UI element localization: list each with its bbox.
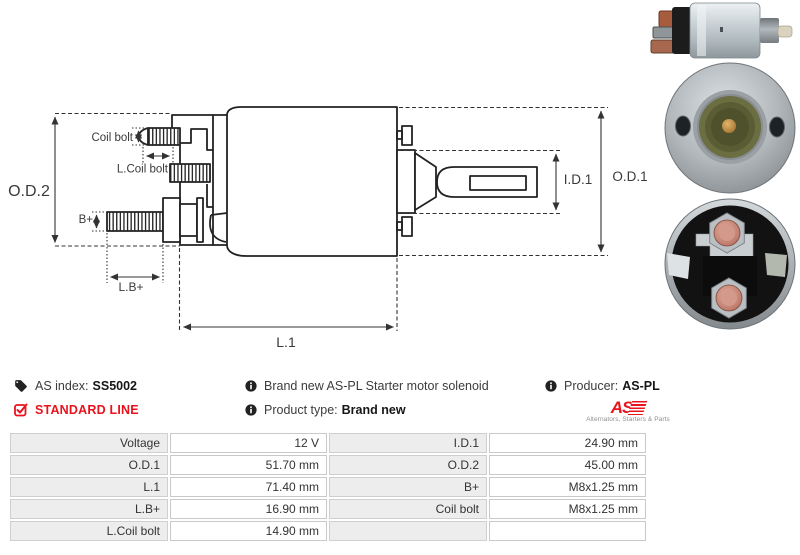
b-plus-stud	[106, 211, 164, 232]
black-end-cap	[672, 7, 692, 54]
spec-value: 24.90 mm	[489, 433, 646, 453]
shaft-housing	[760, 18, 779, 43]
spec-label: L.Coil bolt	[10, 521, 168, 541]
spec-label: L.B+	[10, 499, 168, 519]
producer-value: AS-PL	[622, 379, 660, 393]
solenoid-body	[226, 106, 398, 257]
description-row: Brand new AS-PL Starter motor solenoid	[245, 374, 489, 398]
dim-label-od1: O.D.1	[612, 169, 647, 184]
spec-value: M8x1.25 mm	[489, 499, 646, 519]
dim-label-lb-plus: L.B+	[118, 280, 143, 294]
tag-icon	[14, 379, 28, 393]
product-type-row: Product type: Brand new	[245, 398, 489, 422]
spec-value: 45.00 mm	[489, 455, 646, 475]
dim-label-id1: I.D.1	[564, 172, 593, 187]
info-icon[interactable]	[545, 380, 557, 392]
mounting-hole-left	[675, 115, 691, 137]
checkbox-checked-icon	[14, 403, 28, 417]
spec-value: 14.90 mm	[170, 521, 327, 541]
product-type-label: Product type:	[264, 403, 338, 417]
coil-bolt-stud	[138, 127, 149, 146]
producer-label: Producer:	[564, 379, 619, 393]
spec-label: O.D.2	[329, 455, 487, 475]
side-tab-left	[667, 253, 690, 279]
spec-value	[489, 521, 646, 541]
spec-value: 12 V	[170, 433, 327, 453]
copper-terminal-bottom	[650, 39, 676, 54]
solenoid-side-view-photo	[650, 2, 793, 59]
mounting-hole-right	[769, 116, 785, 138]
spec-value: 16.90 mm	[170, 499, 327, 519]
dim-label-b-plus: B+	[79, 214, 94, 226]
spec-label: O.D.1	[10, 455, 168, 475]
as-pl-logo-stripes	[628, 401, 648, 415]
as-pl-logo: AS Alternators, Starters & Parts	[585, 398, 671, 423]
standard-line-row: STANDARD LINE	[14, 398, 139, 422]
solenoid-outline	[106, 106, 538, 257]
table-row: L.1 71.40 mm B+ M8x1.25 mm	[10, 477, 646, 497]
spec-label	[329, 521, 487, 541]
plunger-tip	[777, 25, 793, 38]
as-pl-logo-text: AS	[610, 398, 634, 417]
table-row: L.B+ 16.90 mm Coil bolt M8x1.25 mm	[10, 499, 646, 519]
info-icon[interactable]	[245, 380, 257, 392]
spec-label: L.1	[10, 477, 168, 497]
as-pl-logo-caption: Alternators, Starters & Parts	[586, 416, 670, 423]
spec-label: Voltage	[10, 433, 168, 453]
product-description: Brand new AS-PL Starter motor solenoid	[264, 379, 489, 393]
as-index-value: SS5002	[92, 379, 137, 393]
dim-label-l-coil-bolt: L.Coil bolt	[117, 164, 169, 176]
side-tab-right	[765, 253, 787, 277]
producer-row: Producer: AS-PL	[545, 374, 671, 398]
solenoid-rear-terminals-photo	[664, 198, 796, 330]
solenoid-front-flange-photo	[664, 62, 796, 194]
dim-label-od2: O.D.2	[8, 183, 50, 200]
dimension-lines	[51, 106, 608, 331]
dim-label-l1: L.1	[276, 334, 296, 350]
standard-line-label: STANDARD LINE	[35, 403, 139, 417]
as-index-label: AS index:	[35, 379, 89, 393]
center-copper-pin	[722, 119, 736, 133]
table-row: L.Coil bolt 14.90 mm	[10, 521, 646, 541]
table-row: Voltage 12 V I.D.1 24.90 mm	[10, 433, 646, 453]
dim-label-coil-bolt: Coil bolt	[91, 132, 133, 144]
spec-table: Voltage 12 V I.D.1 24.90 mm O.D.1 51.70 …	[8, 431, 648, 543]
threaded-bushing	[169, 163, 211, 183]
product-type-value: Brand new	[341, 403, 406, 417]
spec-label: I.D.1	[329, 433, 487, 453]
spec-label: B+	[329, 477, 487, 497]
spec-value: 51.70 mm	[170, 455, 327, 475]
info-icon[interactable]	[245, 404, 257, 416]
product-info-bar: AS index: SS5002 STANDARD LINE Brand new…	[0, 374, 800, 431]
table-row: O.D.1 51.70 mm O.D.2 45.00 mm	[10, 455, 646, 475]
spec-label: Coil bolt	[329, 499, 487, 519]
spec-value: 71.40 mm	[170, 477, 327, 497]
solenoid-technical-drawing: O.D.2 Coil bolt L.Coil bolt B+ L.B+ L.1 …	[8, 106, 648, 350]
spec-value: M8x1.25 mm	[489, 477, 646, 497]
as-index-row: AS index: SS5002	[14, 374, 139, 398]
